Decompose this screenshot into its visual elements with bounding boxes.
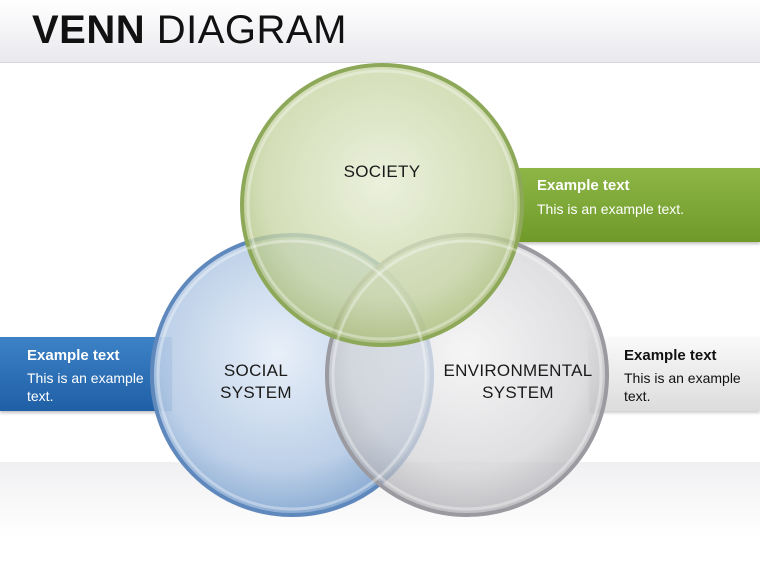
environmental-system-label-line2: SYSTEM <box>482 383 554 402</box>
page-title: VENN DIAGRAM <box>32 8 347 53</box>
callout-society: Example text This is an example text. <box>515 168 760 242</box>
environmental-system-label: ENVIRONMENTAL SYSTEM <box>428 360 608 404</box>
callout-environmental-heading: Example text <box>624 347 717 364</box>
environmental-system-inner-ring <box>331 239 603 511</box>
environmental-system-label-line1: ENVIRONMENTAL <box>443 361 593 380</box>
social-system-inner-ring <box>156 239 428 511</box>
callout-social-heading: Example text <box>27 347 120 364</box>
callout-social-text: This is an example text. <box>27 370 144 404</box>
callout-environmental: Example text This is an example text. <box>590 337 760 411</box>
title-bold: VENN <box>32 8 146 52</box>
society-label: SOCIETY <box>343 162 421 181</box>
society-circle <box>240 63 524 347</box>
society-inner-ring <box>246 69 518 341</box>
callout-social: Example text This is an example text. <box>0 337 172 411</box>
title-rest: DIAGRAM <box>145 8 347 52</box>
title-band <box>0 0 760 63</box>
callout-environmental-text: This is an example text. <box>624 370 741 404</box>
social-system-label-line2: SYSTEM <box>220 383 292 402</box>
callout-society-heading: Example text <box>537 177 630 194</box>
social-system-label: SOCIAL SYSTEM <box>196 360 316 404</box>
callout-society-text: This is an example text. <box>537 201 685 217</box>
social-system-label-line1: SOCIAL <box>223 361 289 380</box>
